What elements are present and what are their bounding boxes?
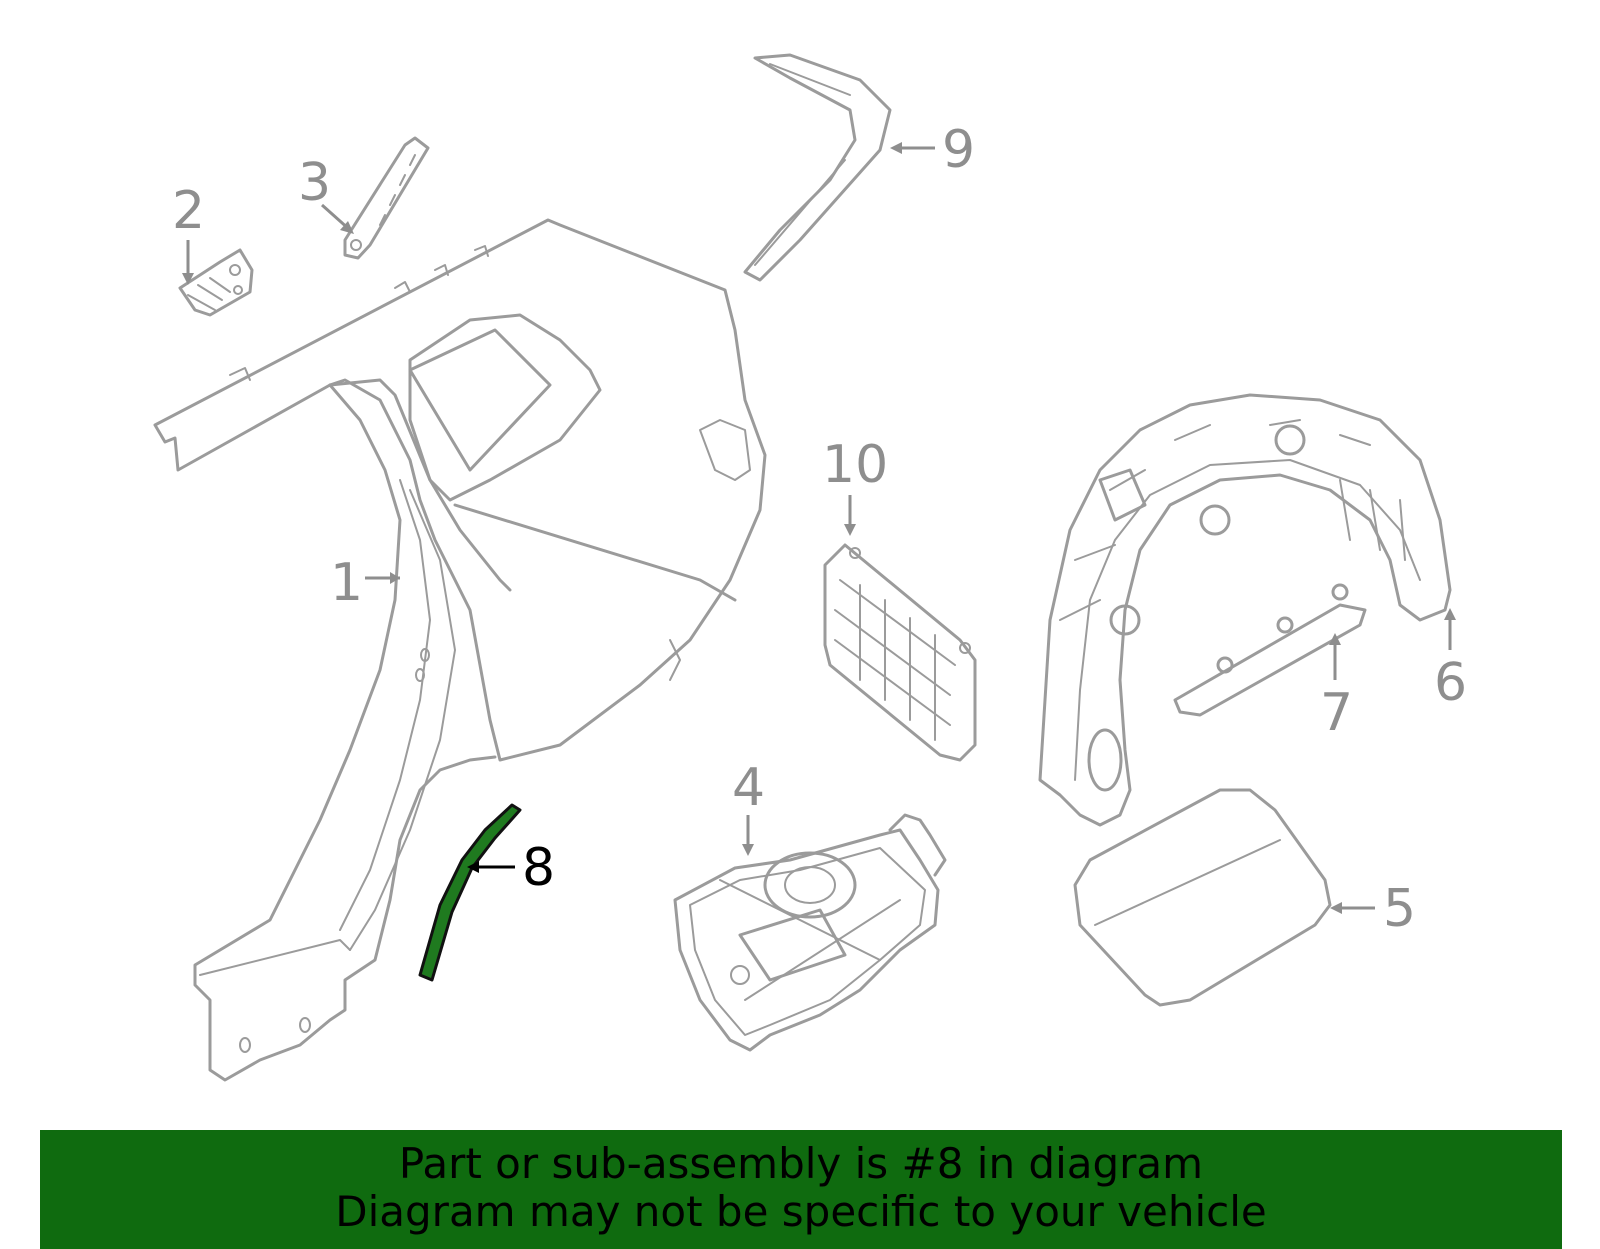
svg-text:6: 6 [1434, 653, 1467, 713]
callout-5: 5 [1330, 879, 1416, 939]
svg-text:2: 2 [172, 181, 205, 241]
callout-8: 8 [467, 838, 555, 898]
part-3-bracket [343, 136, 430, 260]
part-10-vent-grille [823, 543, 977, 762]
svg-text:8: 8 [522, 838, 555, 898]
callout-2: 2 [172, 181, 205, 285]
svg-text:4: 4 [732, 758, 765, 818]
part-7-bracket-strip [1173, 583, 1367, 717]
part-1-quarter-panel [153, 218, 767, 1082]
svg-text:1: 1 [330, 553, 363, 613]
part-9-molding [743, 53, 892, 282]
callout-10: 10 [822, 435, 888, 536]
info-banner: Part or sub-assembly is #8 in diagram Di… [40, 1130, 1562, 1249]
callout-4: 4 [732, 758, 765, 856]
svg-text:9: 9 [942, 120, 975, 180]
callout-6: 6 [1434, 608, 1467, 713]
part-4-fuel-door-housing [673, 813, 947, 1052]
callout-7: 7 [1320, 633, 1353, 743]
svg-text:10: 10 [822, 435, 888, 495]
part-8-wheel-arch-molding [418, 803, 522, 982]
callout-1: 1 [330, 553, 400, 613]
part-6-wheel-liner [1038, 393, 1452, 827]
svg-text:7: 7 [1320, 683, 1353, 743]
part-2-bracket [178, 248, 254, 317]
callout-9: 9 [890, 120, 975, 180]
callout-3: 3 [298, 153, 354, 234]
part-5-fuel-door [1073, 788, 1332, 1007]
banner-line-2: Diagram may not be specific to your vehi… [335, 1187, 1267, 1236]
svg-text:5: 5 [1383, 879, 1416, 939]
banner-line-1: Part or sub-assembly is #8 in diagram [398, 1139, 1204, 1188]
svg-text:3: 3 [298, 153, 331, 213]
